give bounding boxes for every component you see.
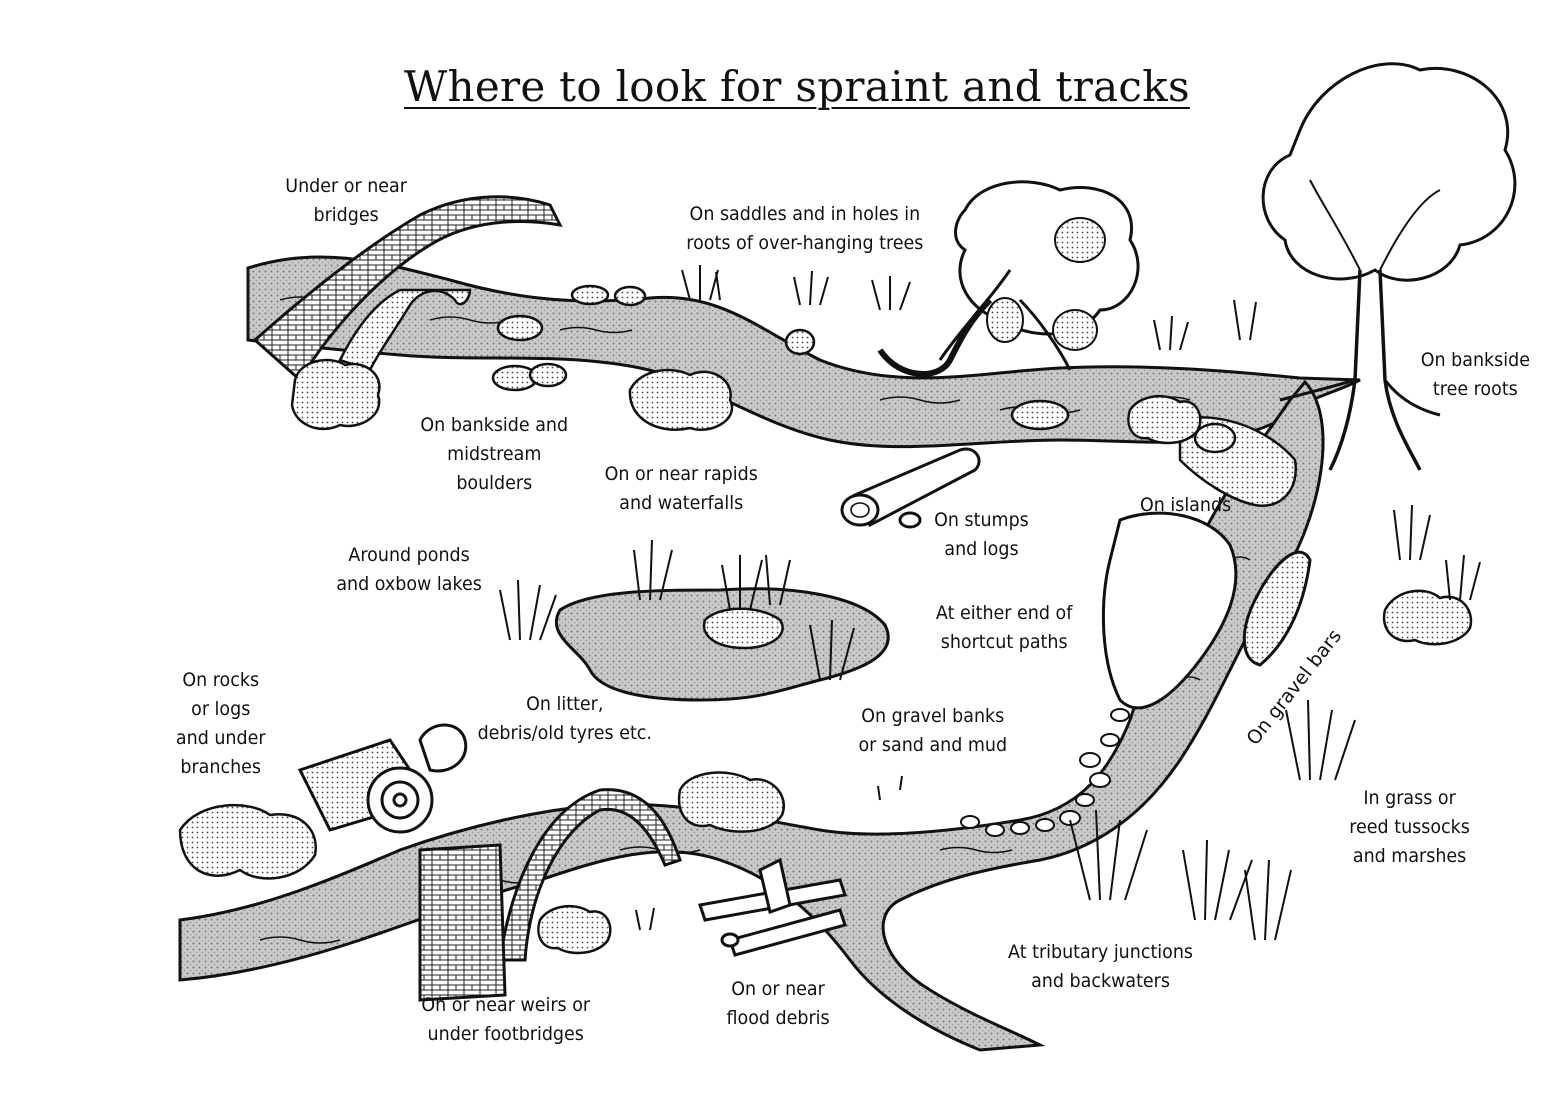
label-tributary: At tributary junctions and backwaters [1008,941,1194,992]
label-ponds: Around ponds and oxbow lakes [336,544,482,595]
label-weirs: On or near weirs or under footbridges [421,994,591,1045]
label-rapids: On or near rapids and waterfalls [604,463,758,514]
flood-debris [698,857,847,957]
label-gravel-banks: On gravel banks or sand and mud [858,705,1008,756]
label-rocks-logs: On rocks or logs and under branches [175,669,266,778]
bushes [178,358,1473,955]
label-grass: In grass or reed tussocks and marshes [1349,787,1470,867]
label-tree-roots: On bankside tree roots [1420,349,1530,400]
label-stumps: On stumps and logs [934,509,1029,560]
label-shortcut: At either end of shortcut paths [935,602,1073,653]
footbridge [418,788,682,1002]
island [1101,511,1238,710]
label-boulders: On bankside and midstream boulders [420,414,569,494]
gravel-bank [960,708,1130,837]
bankside-tree [1261,62,1517,471]
label-islands: On islands [1139,494,1232,516]
label-saddles: On saddles and in holes in roots of over… [686,203,924,254]
log [840,447,981,529]
label-litter: On litter, debris/old tyres etc. [477,693,652,744]
label-flood-debris: On or near flood debris [726,978,830,1029]
diagram-title: Where to look for spraint and tracks [404,62,1190,111]
gravel-bar [1242,550,1312,667]
tyre-debris [297,723,468,834]
overhanging-tree [877,180,1140,377]
boulders [491,284,1237,454]
reeds [499,265,1481,941]
label-bridges: Under or near bridges [285,175,407,226]
upper-bridge [252,195,563,383]
